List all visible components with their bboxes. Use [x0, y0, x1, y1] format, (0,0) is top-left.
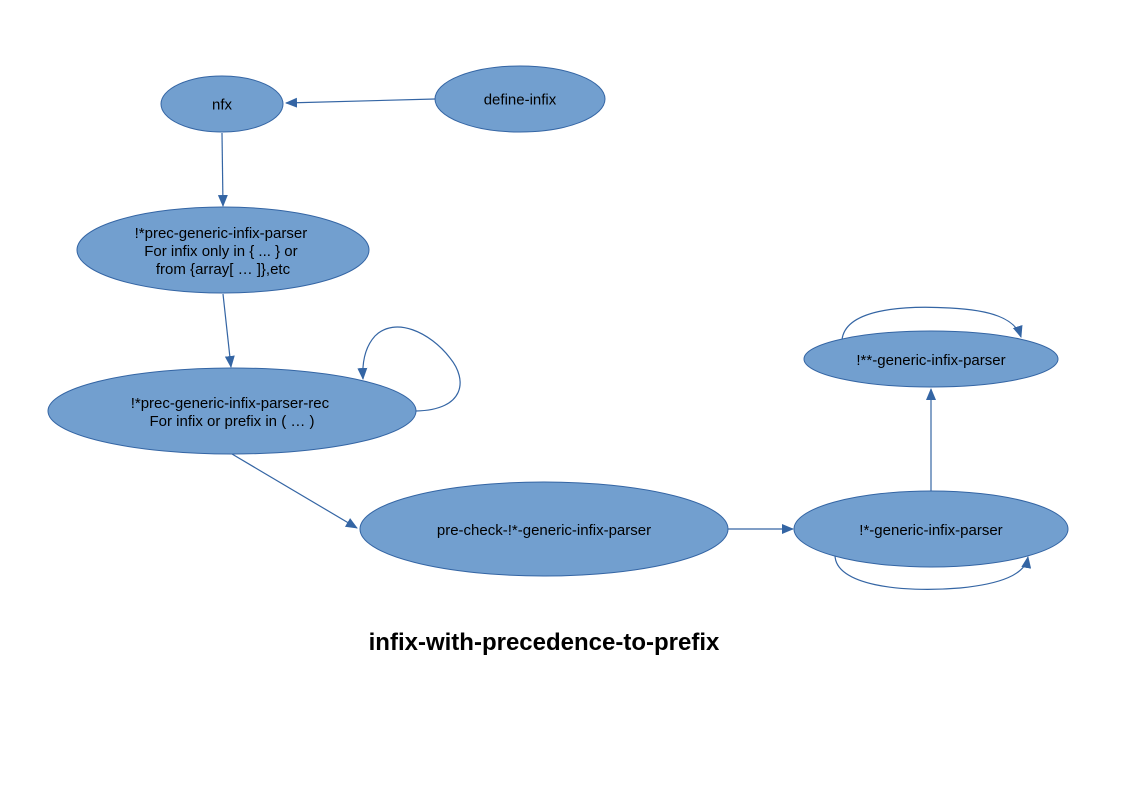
diagram-title: infix-with-precedence-to-prefix — [369, 629, 720, 656]
edge-generic-parser-self-loop — [834, 554, 1032, 590]
svg-text:!*prec-generic-infix-parser: !*prec-generic-infix-parser For infix on… — [135, 225, 312, 278]
edge-prec-parser-rec-self-loop — [357, 326, 461, 412]
node-shape — [803, 330, 1059, 388]
edge-nfx-to-prec-parser — [217, 132, 228, 207]
svg-text:!*prec-generic-infix-parser-re: !*prec-generic-infix-parser-rec For infi… — [131, 395, 334, 430]
edge-define-infix-to-nfx — [285, 97, 436, 108]
node-label: !**-generic-infix-parser — [856, 352, 1005, 369]
node-prec-generic-infix-parser: !*prec-generic-infix-parser For infix on… — [76, 206, 370, 294]
node-shape — [160, 75, 284, 133]
node-label-line-1: !*prec-generic-infix-parser-rec — [131, 395, 330, 412]
edge-double-star-parser-self-loop — [841, 306, 1023, 341]
node-shape — [359, 481, 729, 577]
node-label-line-2: For infix or prefix in ( … ) — [149, 413, 314, 430]
node-shape — [76, 206, 370, 294]
svg-text:!*-generic-infix-parser: !*-generic-infix-parser — [859, 522, 1002, 539]
node-nfx: nfx — [160, 75, 284, 133]
node-label-line-1: !*prec-generic-infix-parser — [135, 225, 308, 242]
node-label-line-2: For infix only in { ... } or — [144, 243, 297, 260]
svg-text:pre-check-!*-generic-infix-par: pre-check-!*-generic-infix-parser — [437, 522, 651, 539]
node-shape — [47, 367, 417, 455]
svg-text:nfx: nfx — [212, 97, 233, 114]
node-pre-check-generic-infix-parser: pre-check-!*-generic-infix-parser — [359, 481, 729, 577]
node-prec-generic-infix-parser-rec: !*prec-generic-infix-parser-rec For infi… — [47, 367, 417, 455]
node-double-star-generic-infix-parser: !**-generic-infix-parser — [803, 330, 1059, 388]
node-label: pre-check-!*-generic-infix-parser — [437, 522, 651, 539]
node-label: define-infix — [484, 92, 557, 109]
node-label-line-3: from {array[ … ]},etc — [156, 261, 291, 278]
svg-text:!**-generic-infix-parser: !**-generic-infix-parser — [856, 352, 1005, 369]
node-generic-infix-parser: !*-generic-infix-parser — [793, 490, 1069, 568]
node-label: !*-generic-infix-parser — [859, 522, 1002, 539]
edges — [217, 97, 1032, 590]
node-shape — [793, 490, 1069, 568]
svg-text:define-infix: define-infix — [484, 92, 557, 109]
node-define-infix: define-infix — [434, 65, 606, 133]
node-label: nfx — [212, 97, 233, 114]
node-shape — [434, 65, 606, 133]
edge-prec-parser-to-prec-parser-rec — [222, 293, 235, 368]
edge-prec-parser-rec-to-pre-check — [231, 453, 358, 529]
